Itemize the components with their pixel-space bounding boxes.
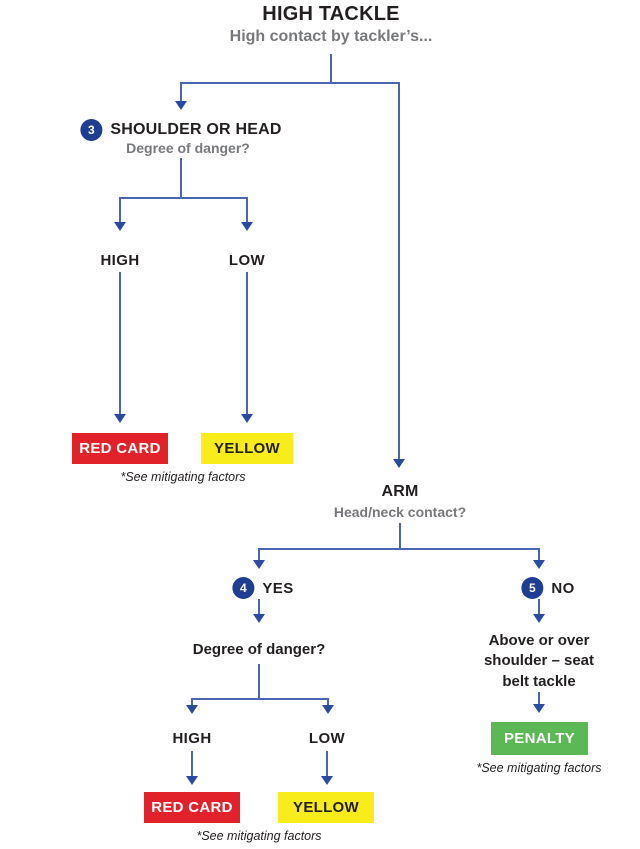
option-low-label: LOW bbox=[228, 252, 266, 269]
arrow-down-icon bbox=[393, 459, 405, 468]
arrow-down-icon bbox=[186, 705, 198, 714]
connector-line bbox=[119, 197, 248, 199]
question-degree-of-danger-2: Degree of danger? bbox=[192, 641, 326, 658]
arrow-down-icon bbox=[241, 414, 253, 423]
node-yes: 4 YES bbox=[232, 577, 293, 599]
arrow-down-icon bbox=[175, 101, 187, 110]
option-no-label: NO bbox=[551, 579, 575, 597]
connector-line bbox=[119, 197, 121, 223]
option-high-label-2: HIGH bbox=[172, 730, 212, 747]
connector-line bbox=[246, 197, 248, 223]
red-card-outcome: RED CARD bbox=[72, 433, 168, 464]
connector-line bbox=[191, 751, 193, 777]
step-badge-5: 5 bbox=[521, 577, 544, 599]
arrow-down-icon bbox=[533, 614, 545, 623]
arrow-down-icon bbox=[322, 705, 334, 714]
connector-line bbox=[330, 54, 332, 82]
question-head-neck-contact: Head/neck contact? bbox=[333, 504, 467, 520]
connector-line bbox=[538, 599, 540, 615]
step-badge-3: 3 bbox=[80, 119, 103, 141]
connector-line bbox=[258, 548, 540, 550]
connector-line bbox=[246, 272, 248, 415]
connector-line bbox=[258, 664, 260, 698]
connector-line bbox=[180, 158, 182, 197]
option-low-label-2: LOW bbox=[308, 730, 346, 747]
connector-line bbox=[398, 82, 400, 460]
step-badge-4: 4 bbox=[232, 577, 255, 599]
option-high-label: HIGH bbox=[100, 252, 140, 269]
arrow-down-icon bbox=[321, 776, 333, 785]
mitigating-factors-note-3: *See mitigating factors bbox=[476, 761, 602, 775]
arrow-down-icon bbox=[533, 704, 545, 713]
connector-line bbox=[180, 82, 182, 102]
node-shoulder-or-head-label: SHOULDER OR HEAD bbox=[110, 121, 282, 138]
option-yes-label: YES bbox=[262, 579, 294, 597]
arrow-down-icon bbox=[114, 222, 126, 231]
yellow-card-outcome-2: YELLOW bbox=[278, 792, 374, 823]
connector-line bbox=[258, 548, 260, 561]
arrow-down-icon bbox=[253, 614, 265, 623]
connector-line bbox=[538, 692, 540, 705]
penalty-outcome: PENALTY bbox=[491, 722, 588, 755]
node-no: 5 NO bbox=[521, 577, 574, 599]
connector-line bbox=[119, 272, 121, 415]
flowchart-subtitle: High contact by tackler’s... bbox=[229, 28, 433, 45]
arrow-down-icon bbox=[186, 776, 198, 785]
node-arm-label: ARM bbox=[381, 483, 419, 500]
question-degree-of-danger: Degree of danger? bbox=[126, 140, 250, 156]
arrow-down-icon bbox=[253, 560, 265, 569]
connector-line bbox=[191, 698, 193, 706]
arrow-down-icon bbox=[114, 414, 126, 423]
connector-line bbox=[191, 698, 328, 700]
seat-belt-tackle-description: Above or over shoulder – seat belt tackl… bbox=[483, 632, 595, 690]
arrow-down-icon bbox=[533, 560, 545, 569]
red-card-outcome-2: RED CARD bbox=[144, 792, 240, 823]
arrow-down-icon bbox=[241, 222, 253, 231]
node-shoulder-or-head: 3 SHOULDER OR HEAD bbox=[80, 119, 281, 141]
connector-line bbox=[181, 82, 400, 84]
connector-line bbox=[326, 751, 328, 777]
connector-line bbox=[538, 548, 540, 561]
connector-line bbox=[258, 599, 260, 615]
connector-line bbox=[399, 523, 401, 548]
flowchart-title: HIGH TACKLE bbox=[262, 3, 400, 25]
mitigating-factors-note: *See mitigating factors bbox=[120, 470, 246, 484]
mitigating-factors-note-2: *See mitigating factors bbox=[196, 829, 322, 843]
connector-line bbox=[327, 698, 329, 706]
yellow-card-outcome: YELLOW bbox=[201, 433, 293, 464]
